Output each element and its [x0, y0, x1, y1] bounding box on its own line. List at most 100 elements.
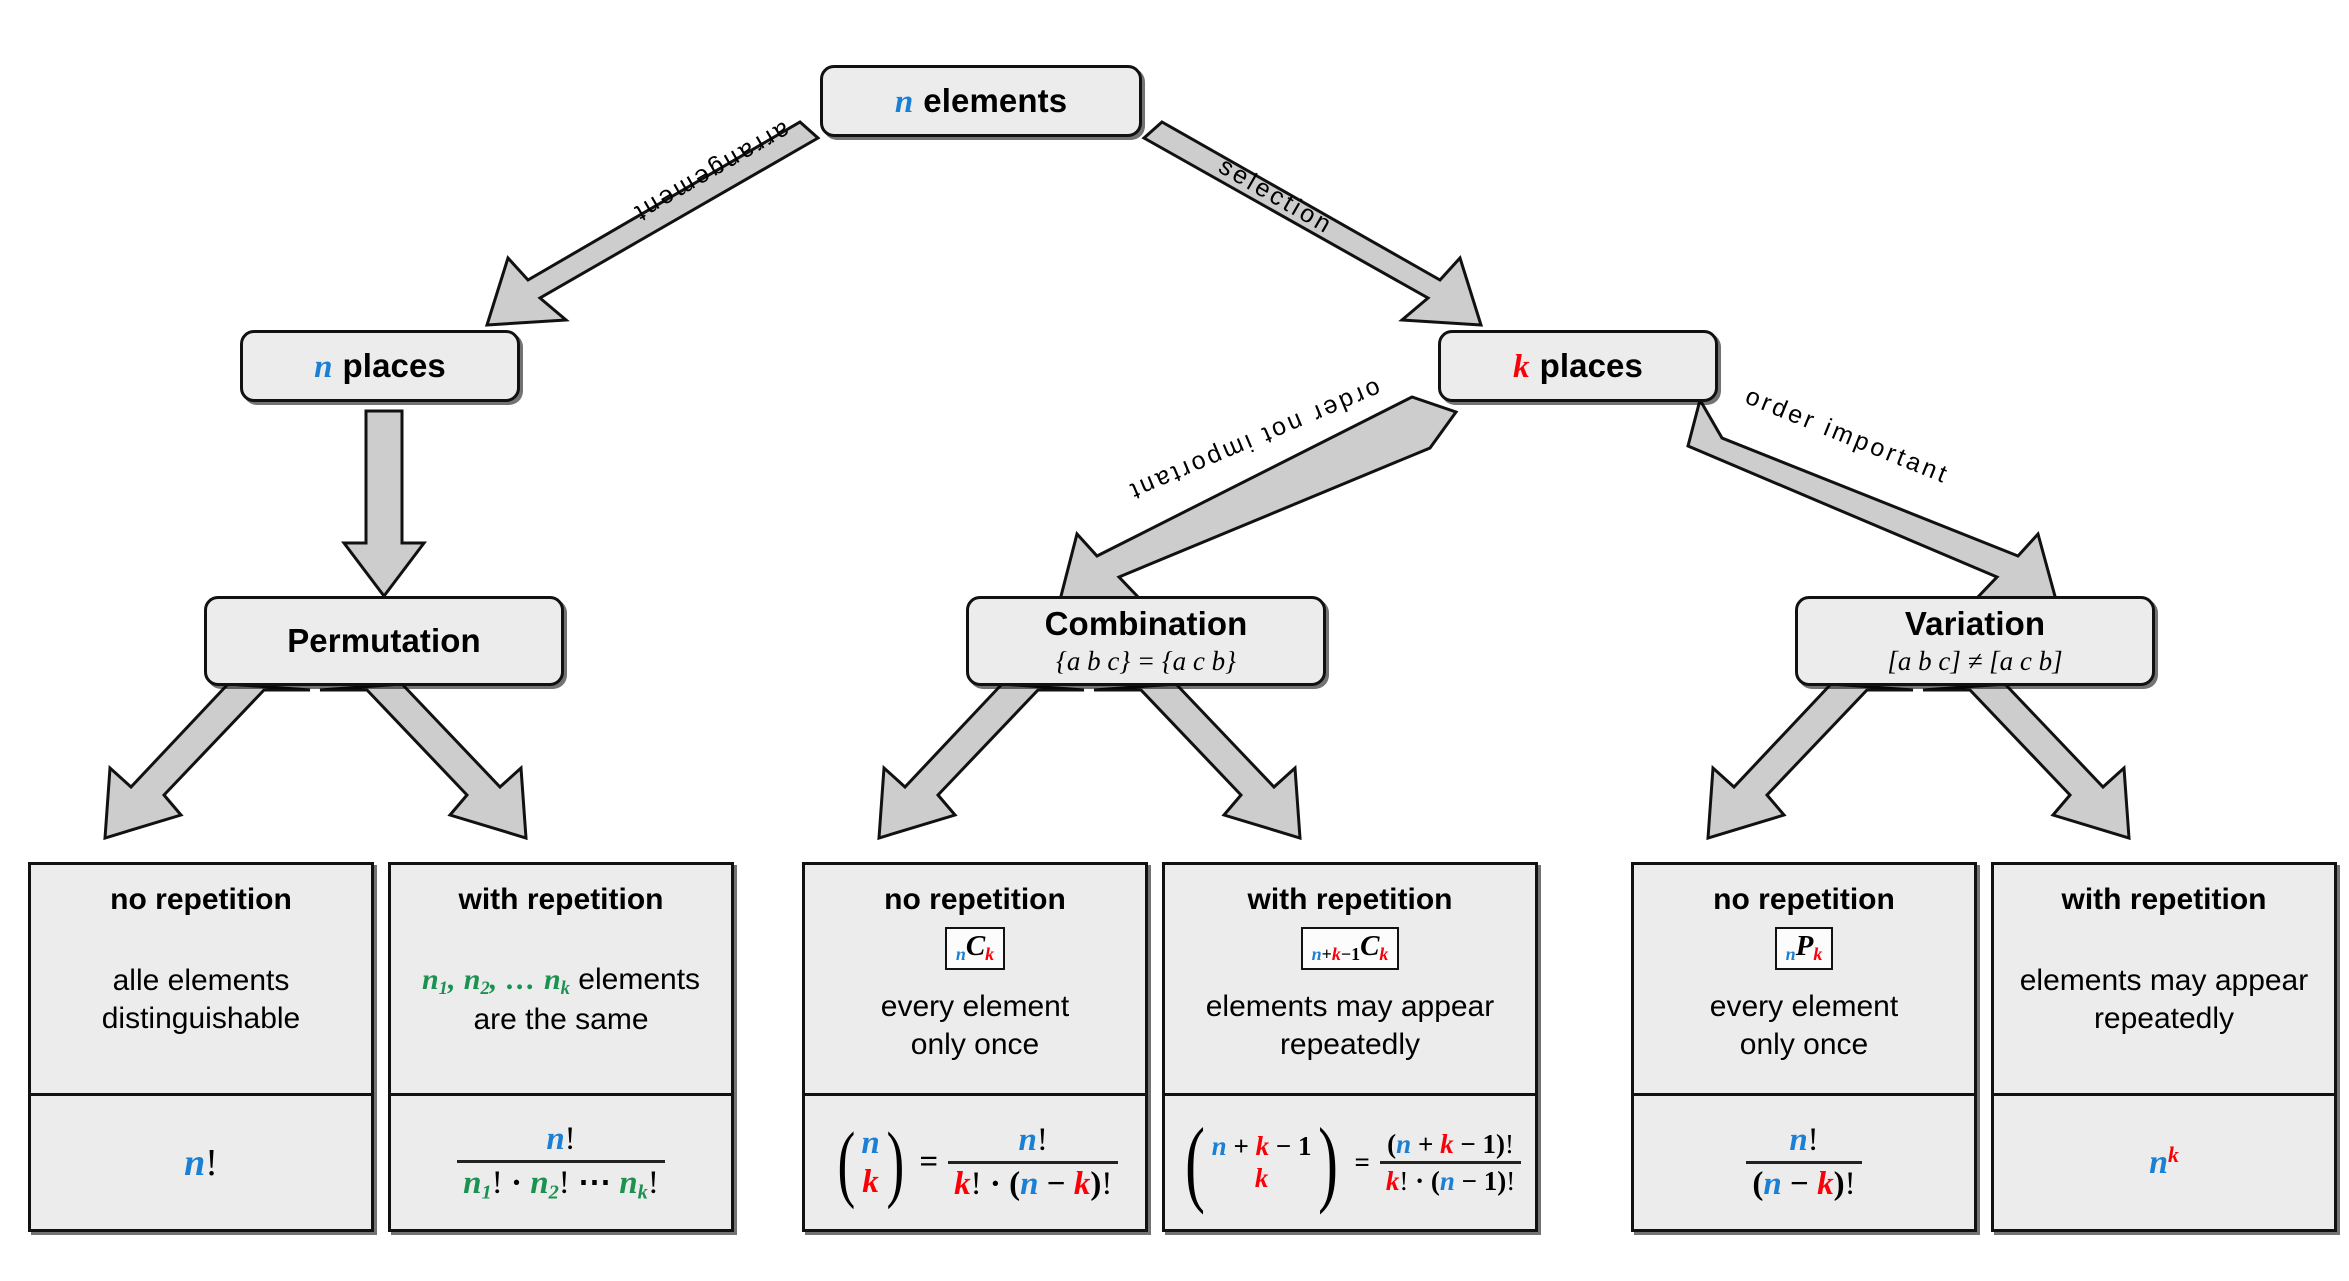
variable-k: k	[985, 944, 995, 965]
leaf-head: no repetition nCk every element only onc…	[805, 865, 1145, 1093]
dot-operator: ·	[1415, 1166, 1425, 1196]
desc-line-2: are the same	[473, 1002, 649, 1036]
minus-sign: −	[1460, 1128, 1476, 1159]
right-paren: )	[886, 1113, 904, 1210]
variable-n2: n	[530, 1164, 549, 1201]
leaf-description: n1, n2, … nk elements are the same	[414, 961, 708, 1039]
variable-n: n	[1439, 1166, 1455, 1196]
leaf-head: with repetition n+k−1Ck elements may app…	[1165, 865, 1535, 1093]
n-places-word: places	[342, 346, 446, 384]
leaf-heading: no repetition	[884, 883, 1066, 916]
subscript-2: 2	[548, 1181, 559, 1204]
variable-n: n	[1763, 1166, 1782, 1202]
binomial-stack: n k	[860, 1124, 880, 1202]
variable-k: k	[1513, 348, 1530, 385]
variable-k: k	[1440, 1128, 1454, 1159]
variable-n: n	[955, 944, 966, 965]
factorial-sign: !	[1844, 1166, 1856, 1202]
variable-n: n	[2149, 1143, 2169, 1181]
denominator: k! · (n − 1)!	[1379, 1161, 1522, 1196]
leaf-permutation-with-repetition[interactable]: with repetition n1, n2, … nk elements ar…	[388, 862, 734, 1232]
numerator: n!	[1783, 1122, 1824, 1161]
leaf-head: no repetition nPk every element only onc…	[1634, 865, 1974, 1093]
node-combination[interactable]: Combination {a b c} = {a c b}	[966, 596, 1326, 686]
variable-k: k	[1817, 1166, 1834, 1202]
leaf-heading: with repetition	[1247, 883, 1453, 916]
node-permutation[interactable]: Permutation	[204, 596, 564, 686]
variable-n: n	[1789, 1122, 1808, 1159]
node-variation-label: Variation	[1904, 605, 2046, 642]
left-paren: (	[1387, 1128, 1397, 1159]
desc-line-1: n1, n2, … nk elements	[422, 961, 700, 1001]
leaf-head: with repetition n1, n2, … nk elements ar…	[391, 865, 731, 1093]
variable-n: n	[1311, 944, 1322, 965]
arrow-permutation-with-repetition	[319, 682, 528, 841]
leaf-permutation-no-repetition[interactable]: no repetition alle elements distinguisha…	[28, 862, 374, 1232]
desc-line-1: elements may appear	[2019, 963, 2309, 997]
denominator: n1! · n2! ⋯ nk!	[457, 1159, 665, 1205]
binomial-stack: n + k − 1 k	[1211, 1131, 1313, 1195]
factorial-sign: !	[558, 1164, 570, 1201]
factorial-sign: !	[647, 1164, 659, 1201]
comma-1: ,	[447, 962, 456, 996]
numerator: (n + k − 1)!	[1381, 1129, 1520, 1161]
variable-nk: n	[619, 1164, 638, 1201]
desc-line-2: repeatedly	[2093, 1002, 2235, 1035]
desc-line-1: alle elements	[112, 963, 290, 997]
leaf-description: every element only once	[873, 988, 1077, 1065]
factorial-sign: !	[970, 1166, 982, 1202]
leaf-combination-no-repetition[interactable]: no repetition nCk every element only onc…	[802, 862, 1148, 1232]
desc-line-2: repeatedly	[1279, 1028, 1421, 1062]
edge-label-arrangement: arrangement	[627, 115, 795, 229]
leaf-formula: n! n1! · n2! ⋯ nk!	[391, 1093, 731, 1229]
letter-C: C	[965, 930, 986, 962]
minus-sign: −	[1275, 1130, 1292, 1161]
plus-sign: +	[1417, 1128, 1434, 1159]
variable-n: n	[184, 1141, 206, 1184]
right-paren: )	[1497, 1166, 1507, 1196]
leaf-formula: n! (n − k)!	[1634, 1093, 1974, 1229]
minus-sign: −	[1790, 1166, 1809, 1202]
right-paren: )	[1833, 1166, 1845, 1202]
minus-sign: −	[1046, 1166, 1066, 1202]
variable-nk: n	[543, 962, 561, 996]
leaf-description: elements may appear repeatedly	[1198, 988, 1503, 1065]
node-variation[interactable]: Variation [a b c] ≠ [a c b]	[1795, 596, 2155, 686]
node-permutation-label: Permutation	[287, 622, 481, 659]
k-places-word: places	[1539, 346, 1643, 384]
right-paren: )	[1495, 1128, 1505, 1159]
factorial-sign: !	[1506, 1166, 1516, 1196]
leaf-variation-no-repetition[interactable]: no repetition nPk every element only onc…	[1631, 862, 1977, 1232]
leaf-head: with repetition elements may appear repe…	[1994, 865, 2334, 1093]
left-paren: (	[837, 1113, 855, 1210]
number-one: 1	[1351, 944, 1361, 965]
variable-n: n	[1396, 1128, 1412, 1159]
arrow-combination-no-repetition	[877, 682, 1085, 841]
variable-n: n	[314, 348, 333, 385]
desc-line-1: every element	[880, 990, 1070, 1024]
leaf-heading: with repetition	[2061, 883, 2267, 916]
variable-n: n	[1785, 944, 1796, 965]
edge-label-order-important: order important	[1741, 382, 1954, 490]
subscript-1: 1	[438, 978, 448, 999]
letter-C: C	[1360, 930, 1380, 962]
dot-operator: ·	[510, 1164, 522, 1201]
leaf-combination-with-repetition[interactable]: with repetition n+k−1Ck elements may app…	[1162, 862, 1538, 1232]
left-paren: (	[1430, 1166, 1440, 1196]
dot-operator: ·	[989, 1166, 1001, 1202]
plus-sign: +	[1321, 944, 1332, 965]
comma-2: ,	[489, 962, 498, 996]
leaf-heading: no repetition	[1713, 883, 1895, 916]
arrow-permutation-no-repetition	[103, 682, 311, 841]
numerator: n!	[540, 1121, 581, 1160]
variable-n2: n	[463, 962, 481, 996]
leaf-variation-with-repetition[interactable]: with repetition elements may appear repe…	[1991, 862, 2337, 1232]
binom-top: n + k − 1	[1212, 1131, 1312, 1163]
plus-sign: +	[1233, 1130, 1249, 1161]
